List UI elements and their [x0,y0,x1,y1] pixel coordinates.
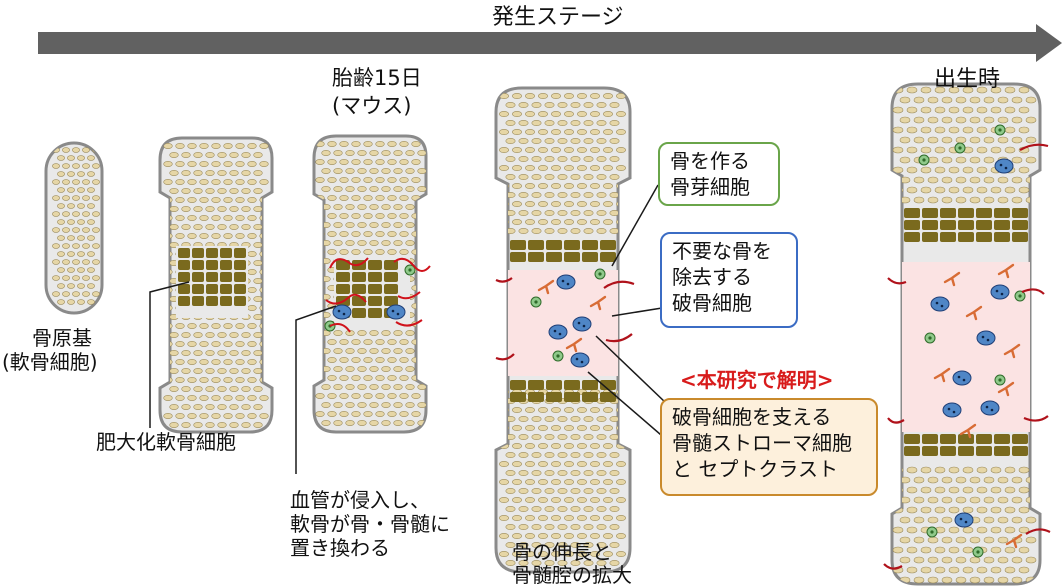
elongation-label-line1: 骨の伸長と [512,540,612,564]
osteoblast-line1: 骨を作る [670,149,750,173]
stroma-callout: 破骨細胞を支える 骨髄ストローマ細胞 と セプトクラスト [660,398,878,496]
primordium-label-line1: 骨原基 [32,326,92,350]
birth-label: 出生時 [934,67,1001,92]
elongation-label-line2: 骨髄腔の拡大 [512,563,632,587]
stage-title: 発生ステージ [492,5,624,30]
invasion-label-line2: 軟骨が骨・骨髄に [290,512,450,536]
hypertrophic-label: 肥大化軟骨細胞 [96,430,236,454]
invasion-label-line3: 置き換わる [290,536,390,560]
invasion-label-line1: 血管が侵入し、 [290,488,430,512]
stroma-line2: 骨髄ストローマ細胞 [672,431,852,455]
osteoclast-line2: 除去する [672,265,752,289]
stroma-line1: 破骨細胞を支える [672,405,832,429]
e15-label-line2: (マウス) [332,94,412,118]
stroma-line3: と セプトクラスト [672,457,838,481]
osteoblast-callout: 骨を作る 骨芽細胞 [658,142,780,206]
highlight-label: <本研究で解明> [680,368,834,392]
bone-elongation [494,86,632,574]
osteoclast-line3: 破骨細胞 [672,291,752,315]
bone-primordium [44,141,104,315]
osteoblast-line2: 骨芽細胞 [670,175,750,199]
bone-birth [890,82,1042,586]
e15-label-line1: 胎齢15日 [332,66,422,90]
stage-arrow [38,24,1062,62]
osteoclast-line1: 不要な骨を [672,239,772,263]
osteoclast-callout: 不要な骨を 除去する 破骨細胞 [660,232,798,328]
primordium-label-line2: (軟骨細胞) [2,350,98,374]
vessel-lines [495,143,1051,570]
bone-vascular-invasion [312,134,431,434]
